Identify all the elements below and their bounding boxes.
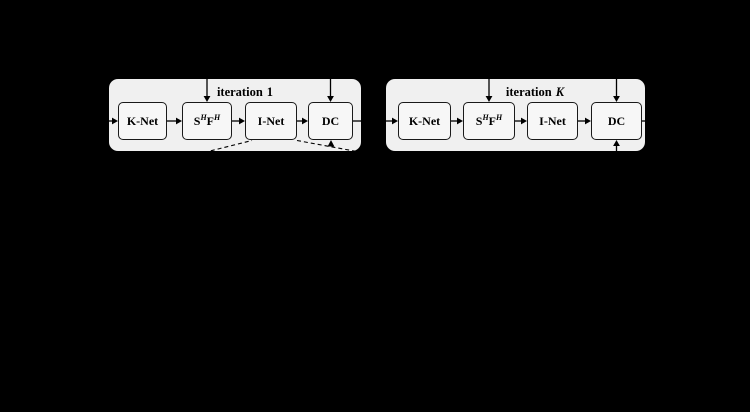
knet-box-2: K-Net — [398, 102, 451, 140]
dc-box-2: DC — [591, 102, 642, 140]
knet-label-1: K-Net — [126, 113, 159, 128]
iteration-1-title-number: 1 — [266, 85, 274, 99]
inet-box-2: I-Net — [527, 102, 578, 140]
knet-label-2: K-Net — [408, 113, 441, 128]
inet-box-1: I-Net — [245, 102, 297, 140]
shfh-box-2: SHFH — [463, 102, 515, 140]
dc-label-1: DC — [321, 113, 340, 128]
shfh-box-1: SHFH — [182, 102, 232, 140]
shfh-label-1: SHFH — [193, 113, 221, 128]
iteration-k-title-prefix: iteration — [505, 85, 552, 99]
dc-box-1: DC — [308, 102, 353, 140]
iteration-1-title-prefix: iteration — [216, 85, 263, 99]
inet-label-1: I-Net — [257, 113, 285, 128]
inet-label-2: I-Net — [539, 113, 566, 128]
iteration-k-title-number: K — [555, 85, 565, 99]
shfh-label-2: SHFH — [475, 113, 503, 128]
dc-label-2: DC — [607, 113, 626, 128]
knet-box-1: K-Net — [118, 102, 167, 140]
